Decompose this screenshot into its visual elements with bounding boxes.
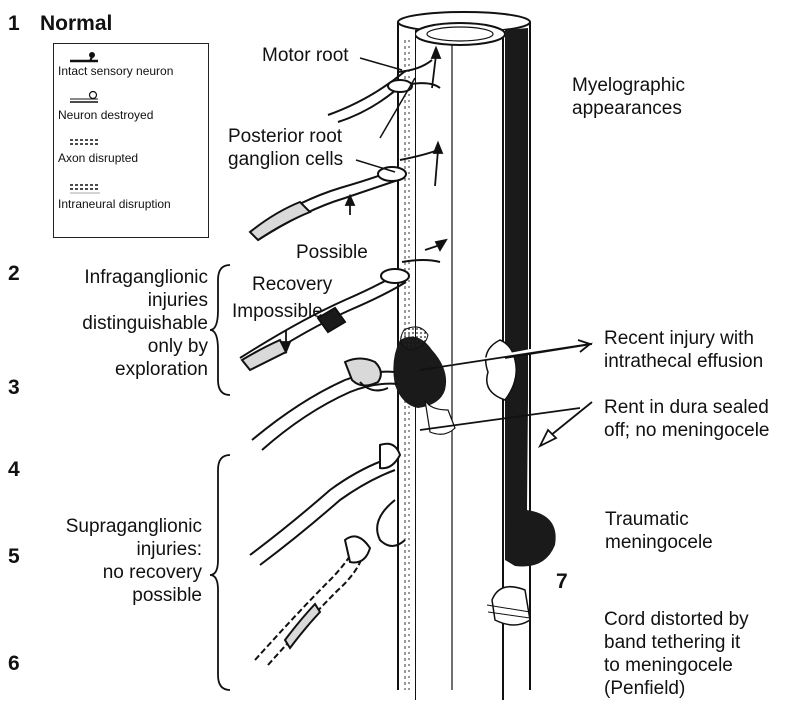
- cord-line-2: band tethering it: [604, 631, 749, 654]
- posterior-root-line-1: Posterior root: [228, 125, 343, 148]
- cord-line-4: (Penfield): [604, 677, 749, 700]
- supraganglionic-label: Supraganglionic injuries: no recovery po…: [30, 515, 202, 607]
- destroyed-neuron-icon: [68, 89, 108, 105]
- legend-label-axon: Axon disrupted: [58, 151, 138, 165]
- infra-line-4: only by: [30, 335, 208, 358]
- rent-line-1: Rent in dura sealed: [604, 396, 770, 419]
- cord-line-3: to meningocele: [604, 654, 749, 677]
- cord-distorted-label: Cord distorted by band tethering it to m…: [604, 608, 749, 700]
- section-number-2: 2: [8, 262, 20, 286]
- cord-line-1: Cord distorted by: [604, 608, 749, 631]
- legend-label-intraneural: Intraneural disruption: [58, 197, 171, 211]
- motor-root-label: Motor root: [262, 44, 349, 67]
- intraneural-disruption-icon: [68, 182, 108, 196]
- infra-line-5: exploration: [30, 358, 208, 381]
- infra-line-3: distinguishable: [30, 312, 208, 335]
- section-number-4: 4: [8, 458, 20, 482]
- section-number-6: 6: [8, 652, 20, 676]
- recovery-label: Recovery: [252, 273, 332, 296]
- legend-label-intact: Intact sensory neuron: [58, 64, 173, 78]
- rent-in-dura-label: Rent in dura sealed off; no meningocele: [604, 396, 770, 442]
- possible-label: Possible: [296, 241, 368, 264]
- traumatic-meningocele-label: Traumatic meningocele: [605, 508, 713, 554]
- infra-line-2: injuries: [30, 289, 208, 312]
- normal-title: Normal: [40, 12, 112, 36]
- recent-injury-label: Recent injury with intrathecal effusion: [604, 327, 763, 373]
- section-number-3: 3: [8, 376, 20, 400]
- supra-line-1: Supraganglionic: [30, 515, 202, 538]
- section-number-1: 1: [8, 12, 20, 36]
- impossible-label: Impossible: [232, 300, 323, 323]
- section-number-7: 7: [556, 570, 568, 594]
- supra-line-3: no recovery: [30, 561, 202, 584]
- legend-box: Intact sensory neuron Neuron destroyed A…: [53, 43, 209, 238]
- myelographic-label: Myelographic appearances: [572, 74, 685, 120]
- brackets: [210, 265, 230, 690]
- traumatic-line-1: Traumatic: [605, 508, 713, 531]
- myelo-line-1: Myelographic: [572, 74, 685, 97]
- supra-line-4: possible: [30, 584, 202, 607]
- legend-label-destroyed: Neuron destroyed: [58, 108, 153, 122]
- posterior-root-line-2: ganglion cells: [228, 148, 343, 171]
- infraganglionic-label: Infraganglionic injuries distinguishable…: [30, 266, 208, 381]
- axon-disrupted-icon: [68, 137, 108, 147]
- posterior-root-label: Posterior root ganglion cells: [228, 125, 343, 171]
- recent-line-1: Recent injury with: [604, 327, 763, 350]
- intact-neuron-icon: [68, 49, 108, 63]
- recent-line-2: intrathecal effusion: [604, 350, 763, 373]
- traumatic-line-2: meningocele: [605, 531, 713, 554]
- myelo-line-2: appearances: [572, 97, 685, 120]
- rent-line-2: off; no meningocele: [604, 419, 770, 442]
- supra-line-2: injuries:: [30, 538, 202, 561]
- infra-line-1: Infraganglionic: [30, 266, 208, 289]
- section-number-5: 5: [8, 545, 20, 569]
